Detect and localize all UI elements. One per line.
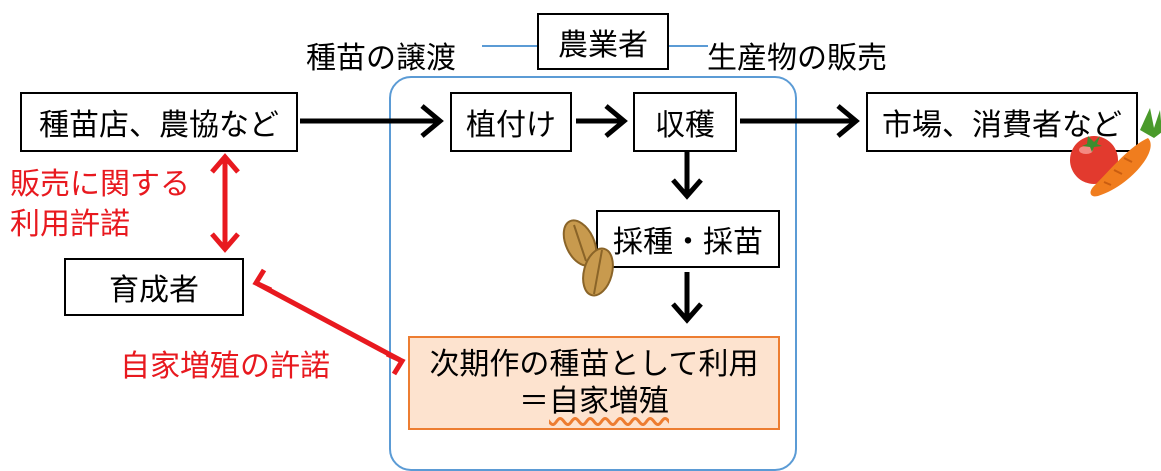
vegetables-icon	[1070, 108, 1161, 197]
harvest-box: 収穫	[633, 92, 737, 152]
red-arrow-breeder-next-crop	[252, 268, 406, 376]
next-crop-box: 次期作の種苗として利用 ＝自家増殖	[408, 336, 780, 430]
seeds-icon	[562, 219, 614, 297]
breeder-box: 育成者	[64, 258, 244, 316]
arrow-shop-to-planting	[300, 104, 444, 138]
arrow-harvest-to-seed-collection	[671, 150, 703, 200]
arrow-harvest-to-market	[740, 104, 860, 138]
market-box: 市場、消費者など	[866, 92, 1138, 152]
market-label: 市場、消費者など	[882, 108, 1122, 143]
red-arrow-shop-breeder	[210, 153, 240, 253]
frame-connectors	[482, 45, 708, 47]
harvest-label: 収穫	[655, 108, 715, 143]
arrow-seed-collection-to-next-crop	[671, 272, 703, 324]
self-propagation-term: 自家増殖	[549, 384, 669, 419]
seed-shop-label: 種苗店、農協など	[39, 108, 279, 143]
product-sales-label: 生産物の販売	[707, 41, 887, 76]
seed-shop-box: 種苗店、農協など	[20, 92, 298, 152]
arrows-layer	[210, 104, 1161, 376]
seed-collection-box: 採種・採苗	[596, 210, 780, 268]
breeder-label: 育成者	[109, 273, 199, 308]
seed-collection-label: 採種・採苗	[613, 225, 763, 260]
next-crop-line2: ＝自家増殖	[519, 383, 669, 421]
planting-box: 植付け	[450, 92, 572, 152]
farmer-title: 農業者	[558, 27, 648, 63]
planting-label: 植付け	[466, 108, 556, 143]
farmer-title-box: 農業者	[537, 13, 669, 70]
seed-transfer-label: 種苗の譲渡	[306, 41, 456, 76]
self-propagation-permission-label: 自家増殖の許諾	[120, 349, 330, 384]
equals-sign: ＝	[519, 384, 549, 419]
next-crop-line1: 次期作の種苗として利用	[429, 346, 759, 382]
sales-permission-line2: 利用許諾	[10, 207, 130, 242]
sales-permission-line1: 販売に関する	[10, 167, 190, 202]
arrow-planting-to-harvest	[576, 104, 628, 138]
